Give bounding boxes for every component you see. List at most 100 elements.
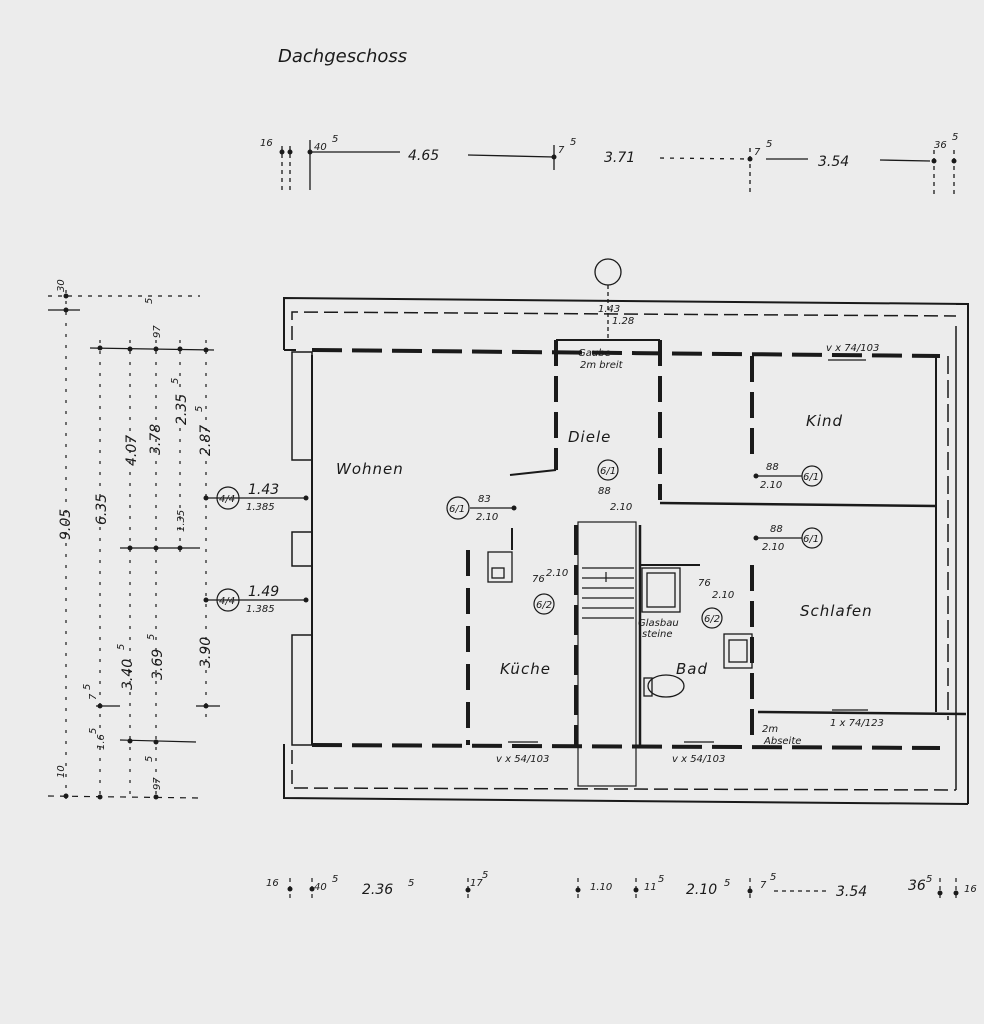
label-gaube: Gaube [578,348,611,359]
door-width-8: 76 [698,578,711,589]
room-kuche: Küche [500,660,551,678]
window-top: v x 74/103 [826,343,879,354]
top-dim-c: 4.65 [408,148,439,164]
left-dim-i: 3.90 [198,637,214,668]
room-kind: Kind [806,412,843,430]
left-dim-m: 10 [56,765,67,778]
door-width-3: 83 [478,494,491,505]
bottom-dim-k: 16 [964,884,977,895]
left-dim-b: 4.07 [124,435,140,466]
room-bad: Bad [676,660,708,678]
window-bottom-right: 1 x 74/123 [830,718,884,729]
door-height-4: 2.10 [760,480,782,491]
door-width-4: 88 [766,462,779,473]
door-height-2: 1.385 [246,604,275,615]
left-dim-k: 30 [56,279,67,292]
door-annotations: 4/4 1.43 1.385 4/4 1.49 1.385 6/1 83 2.1… [208,304,823,629]
left-dim-c: 3.78 [148,424,164,455]
bottom-dim-h-sup: 5 [770,872,776,883]
left-dim-h-sup: 5 [146,634,157,640]
top-dim-b: 40 [314,142,327,153]
left-dim-f: 1.35 [176,510,187,532]
fixtures [487,258,753,698]
left-dim-g-sup: 5 [116,644,127,650]
bottom-dim-g-sup: 5 [724,878,730,889]
top-dim-f-sup: 5 [766,139,772,150]
left-dim-n-sup: 5 [82,684,93,690]
door-height-7: 2.10 [546,568,568,579]
left-dim-total: 9.05 [58,509,74,540]
bottom-dim-g: 2.10 [686,882,717,898]
chimney-dim-a: 1.43 [598,304,620,315]
label-gaube-width: 2m breit [580,360,624,371]
bottom-dim-d: 17 [470,878,483,889]
top-dimension-chain: 16 40 5 4.65 7 5 3.71 7 5 3.54 36 5 [260,132,958,195]
door-tag-6: 6/1 [600,466,616,477]
left-dim-n: 7 [88,693,99,700]
bottom-dim-f-sup: 5 [658,874,664,885]
interior-walls [466,339,937,745]
left-dim-e: 2.87 [198,425,214,456]
plan-title: Dachgeschoss [278,46,407,67]
bottom-dim-j-sup: 5 [926,874,932,885]
door-tag-1: 4/4 [219,494,235,505]
bottom-dim-f: 11 [644,882,657,893]
room-diele: Diele [568,428,611,446]
bottom-dim-d-sup: 5 [482,870,488,881]
bottom-dim-a: 16 [266,878,279,889]
left-dimension-chain: 9.05 6.35 4.07 3.78 2.35 5 2.87 5 1.35 3… [47,279,220,800]
left-dim-o-sup: 5 [88,728,99,734]
bottom-dim-h: 7 [760,880,767,891]
left-dim-l-sup: 5 [144,756,155,762]
door-tag-2: 4/4 [219,596,235,607]
left-dim-a: 6.35 [94,494,110,525]
room-schlafen: Schlafen [800,602,873,620]
door-height-3: 2.10 [476,512,498,523]
door-width-1: 1.43 [248,482,279,498]
top-dim-e: 3.71 [604,150,635,166]
door-height-6: 2.10 [610,502,632,513]
left-dim-d: 2.35 [174,394,190,425]
left-dim-j-sup: 5 [144,298,155,304]
label-steine: steine [642,629,673,640]
top-dim-g: 3.54 [818,154,849,170]
door-height-8: 2.10 [712,590,734,601]
label-abseite: Abseite [763,736,801,747]
room-wohnen: Wohnen [336,460,404,478]
top-dim-d: 7 [558,145,565,156]
top-dim-a: 16 [260,138,273,149]
staircase [577,521,637,787]
bottom-dim-b-sup: 5 [332,874,338,885]
door-tag-5: 6/1 [803,534,819,545]
top-dim-h: 36 [934,140,947,151]
door-width-7: 76 [532,574,545,585]
bottom-dim-e: 1.10 [590,882,612,893]
bottom-dimension-chain: 16 40 5 2.36 5 17 5 1.10 11 5 2.10 5 7 5… [266,870,977,900]
bottom-dim-b: 40 [314,882,327,893]
top-dim-h-sup: 5 [952,132,958,143]
window-bottom-bad: v x 54/103 [672,754,725,765]
left-dim-o: 1.6 [96,734,107,750]
left-dim-j: 97 [152,325,163,338]
label-abseite-height: 2m [762,724,778,735]
top-dim-b-sup: 5 [332,134,338,145]
left-dim-e-sup: 5 [194,406,205,412]
window-marks [508,359,868,743]
left-dim-l: 97 [152,777,163,790]
chimney-dim-b: 1.28 [612,316,634,327]
door-tag-7: 6/2 [536,600,552,611]
door-tag-3: 6/1 [449,504,465,515]
bottom-dim-j: 36 [908,878,926,894]
bottom-dim-c: 2.36 [362,882,393,898]
door-width-2: 1.49 [248,584,279,600]
left-dim-h: 3.69 [150,649,166,680]
outer-walls [283,296,969,805]
top-dim-d-sup: 5 [570,137,576,148]
door-width-6: 88 [598,486,611,497]
dimension-dots [63,149,959,896]
bottom-dim-i: 3.54 [836,884,867,900]
door-height-1: 1.385 [246,502,275,513]
top-dim-f: 7 [754,147,761,158]
window-bottom-kuche: v x 54/103 [496,754,549,765]
